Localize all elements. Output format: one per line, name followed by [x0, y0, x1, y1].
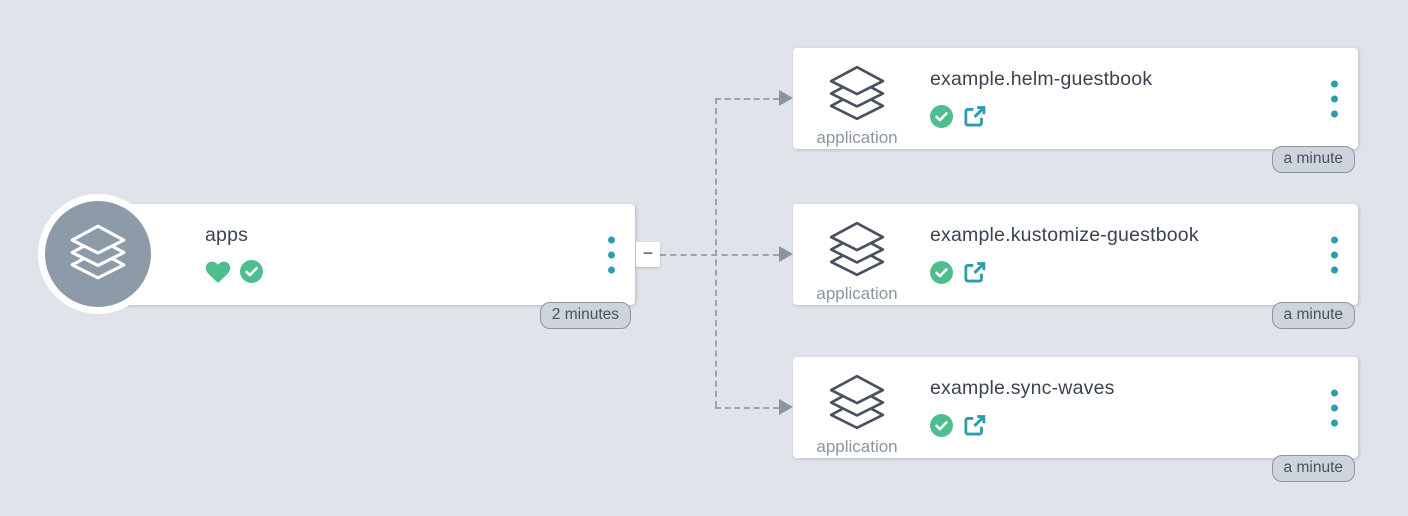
kebab-dot	[1331, 110, 1338, 117]
kebab-dot	[1331, 80, 1338, 87]
node-menu-button[interactable]	[1327, 387, 1342, 428]
kind-label: application	[816, 284, 898, 303]
heart-icon	[205, 260, 231, 283]
node-title: apps	[205, 224, 249, 246]
app-node-helm-guestbook[interactable]: application example.helm-guestbook	[793, 48, 1358, 173]
kind-label: application	[816, 437, 898, 456]
collapse-button[interactable]: −	[636, 242, 660, 267]
age-badge: a minute	[1271, 302, 1355, 329]
layers-icon	[826, 221, 888, 282]
connector-trunk-line	[715, 98, 717, 407]
apps-avatar	[38, 194, 158, 314]
kebab-dot	[1331, 251, 1338, 258]
app-node-sync-waves[interactable]: application example.sync-waves	[793, 357, 1358, 482]
app-node-kustomize-guestbook[interactable]: application example.kustomize-guestbook	[793, 204, 1358, 329]
node-menu-button[interactable]	[1327, 78, 1342, 119]
connector-line-middle	[660, 254, 779, 256]
layers-icon	[67, 223, 129, 286]
node-menu-button[interactable]	[1327, 234, 1342, 275]
node-title: example.helm-guestbook	[930, 68, 1153, 90]
kebab-dot	[608, 251, 615, 258]
resource-kind: application	[793, 357, 921, 458]
app-node-apps[interactable]: apps 2 minutes	[75, 204, 635, 329]
age-badge: 2 minutes	[539, 302, 631, 329]
age-badge: a minute	[1271, 146, 1355, 173]
check-circle-icon	[930, 414, 953, 437]
arrowhead-icon	[779, 246, 793, 262]
kebab-dot	[1331, 236, 1338, 243]
kebab-dot	[608, 236, 615, 243]
external-link-icon[interactable]	[962, 413, 987, 438]
kebab-dot	[1331, 419, 1338, 426]
external-link-icon[interactable]	[962, 104, 987, 129]
layers-icon	[826, 65, 888, 126]
arrowhead-icon	[779, 399, 793, 415]
check-circle-icon	[930, 105, 953, 128]
node-menu-button[interactable]	[604, 234, 619, 275]
arrowhead-icon	[779, 90, 793, 106]
external-link-icon[interactable]	[962, 260, 987, 285]
node-title: example.kustomize-guestbook	[930, 224, 1199, 246]
check-circle-icon	[930, 261, 953, 284]
node-title: example.sync-waves	[930, 377, 1115, 399]
connector-line-top	[715, 98, 779, 100]
layers-icon	[826, 374, 888, 435]
resource-kind: application	[793, 48, 921, 149]
kebab-dot	[1331, 389, 1338, 396]
kebab-dot	[1331, 266, 1338, 273]
connector-line-bottom	[715, 407, 779, 409]
kebab-dot	[608, 266, 615, 273]
kebab-dot	[1331, 404, 1338, 411]
age-badge: a minute	[1271, 455, 1355, 482]
kind-label: application	[816, 128, 898, 147]
resource-kind: application	[793, 204, 921, 305]
check-circle-icon	[240, 260, 263, 283]
kebab-dot	[1331, 95, 1338, 102]
